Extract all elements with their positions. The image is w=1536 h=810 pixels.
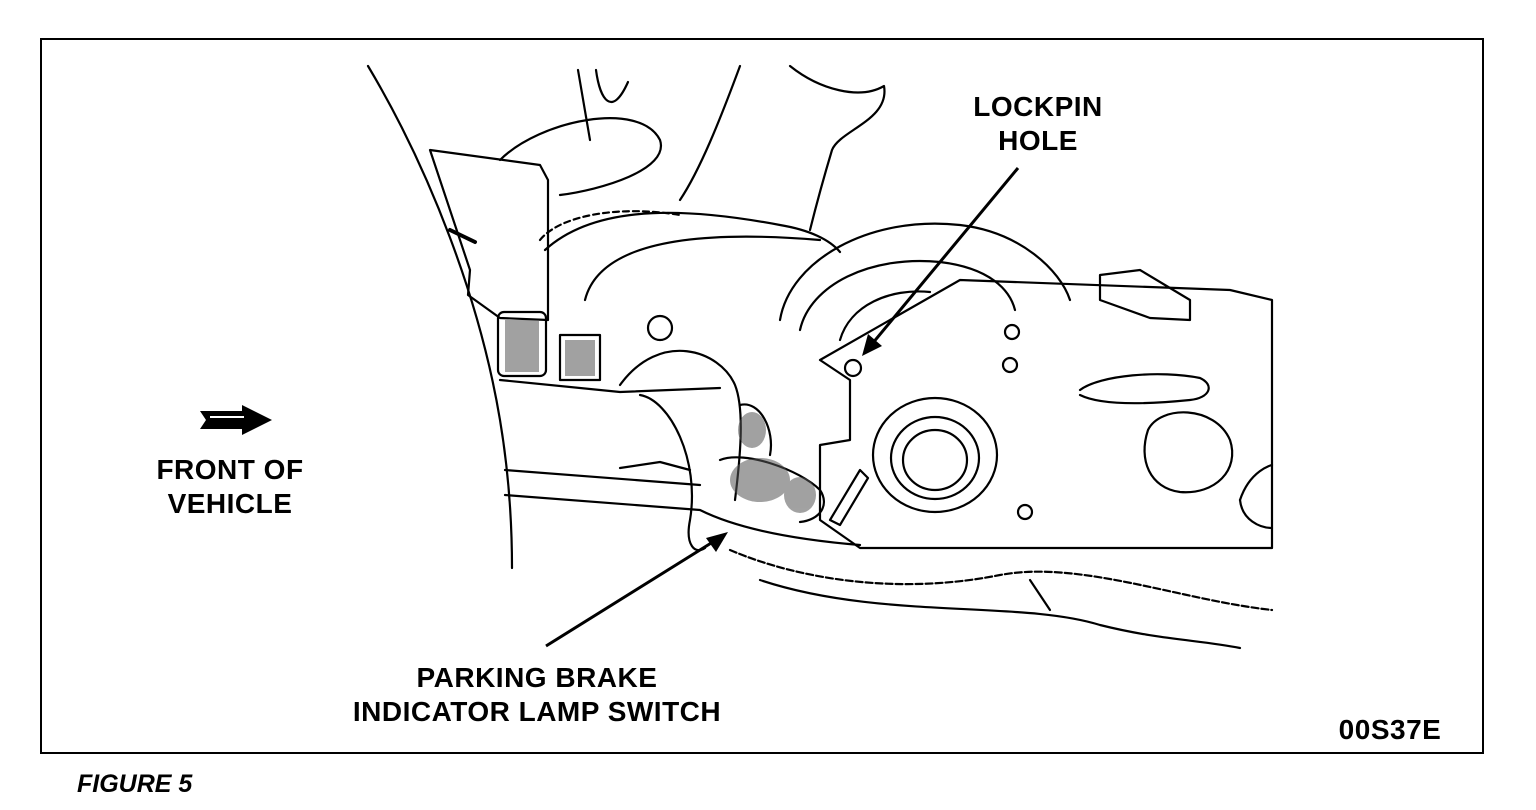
lockpin-label-line1: LOCKPIN xyxy=(973,91,1103,122)
front-label-line1: FRONT OF xyxy=(156,454,304,485)
parking-label-line2: INDICATOR LAMP SWITCH xyxy=(352,696,722,727)
parking-label-line1: PARKING BRAKE xyxy=(416,662,658,693)
figure-id-label: 00S37E xyxy=(1338,714,1442,745)
right-arrow-icon xyxy=(200,405,272,435)
front-of-vehicle-label: FRONT OF VEHICLE xyxy=(140,453,320,521)
lockpin-label-line2: HOLE xyxy=(998,125,1078,156)
figure-caption: FIGURE 5 xyxy=(77,770,193,798)
parking-brake-switch-label: PARKING BRAKE INDICATOR LAMP SWITCH xyxy=(322,661,752,729)
lockpin-hole-label: LOCKPIN HOLE xyxy=(958,90,1118,158)
figure-frame xyxy=(40,38,1484,754)
front-label-line2: VEHICLE xyxy=(167,488,293,519)
